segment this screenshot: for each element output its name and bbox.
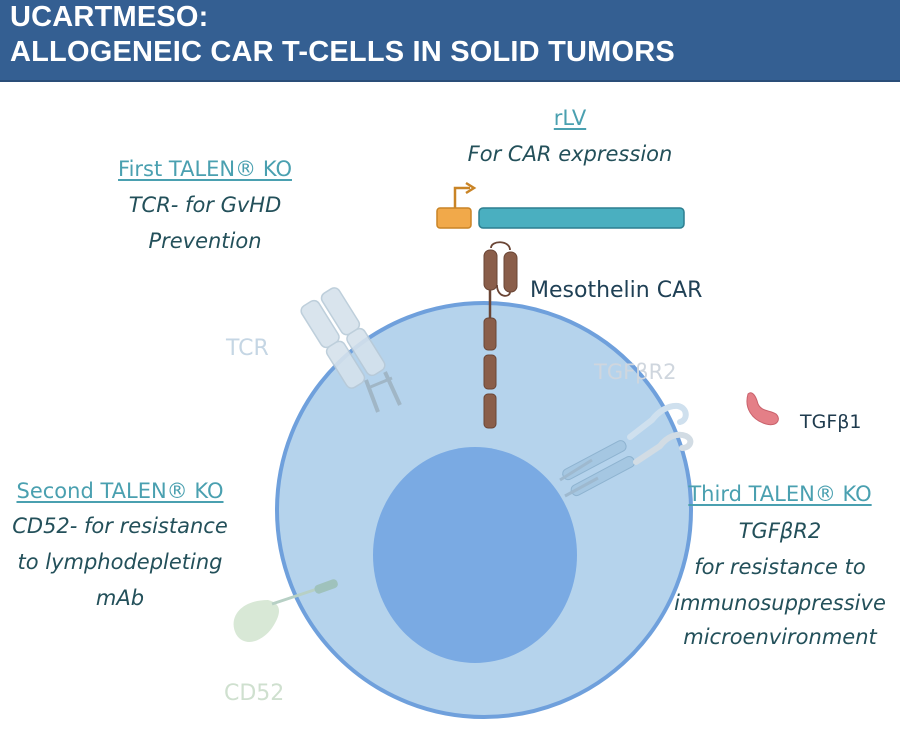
first-ko-desc-line1: TCR- for GvHD: [128, 193, 282, 217]
third-ko-desc-line3: immunosuppressive: [674, 591, 886, 615]
rlv-description: For CAR expression: [467, 142, 673, 166]
second-ko-desc-line1: CD52- for resistance: [12, 514, 228, 538]
tgfb1-label: TGFβ1: [800, 411, 862, 433]
tgfbr2-label: TGFβR2: [594, 360, 677, 384]
first-ko-desc-line2: Prevention: [148, 229, 262, 253]
third-ko-desc-line4: microenvironment: [683, 625, 877, 649]
tgfb1-ligand: [746, 392, 779, 426]
tgfbr2-receptor: [559, 402, 694, 498]
promoter-arrow-icon: [453, 186, 470, 208]
cd52-label: CD52: [224, 681, 285, 706]
header-banner: UCARTMESO: ALLOGENEIC CAR T-CELLS IN SOL…: [0, 0, 900, 82]
rlv-vector: [436, 181, 685, 229]
third-ko-title: Third TALEN® KO: [688, 482, 872, 506]
third-ko-desc-line2: for resistance to: [694, 555, 866, 579]
third-ko-desc-line1: TGFβR2: [738, 519, 822, 543]
tcr-label: TCR: [226, 336, 269, 361]
cd52-marker: [233, 579, 338, 642]
second-ko-title: Second TALEN® KO: [16, 479, 224, 503]
vector-gene-bar: [478, 207, 685, 229]
first-ko-title: First TALEN® KO: [118, 157, 292, 181]
header-title-line1: UCARTMESO:: [10, 1, 209, 33]
car-label: Mesothelin CAR: [530, 278, 703, 303]
second-ko-desc-line3: mAb: [95, 586, 145, 610]
rlv-title: rLV: [553, 106, 587, 130]
t-cell-nucleus: [373, 447, 577, 663]
mesothelin-car: [483, 241, 518, 429]
second-ko-desc-line2: to lymphodepleting: [17, 550, 223, 574]
tcr-receptor: [300, 287, 402, 413]
header-title-line2: ALLOGENEIC CAR T-CELLS IN SOLID TUMORS: [10, 36, 675, 68]
promoter-box: [436, 207, 472, 229]
